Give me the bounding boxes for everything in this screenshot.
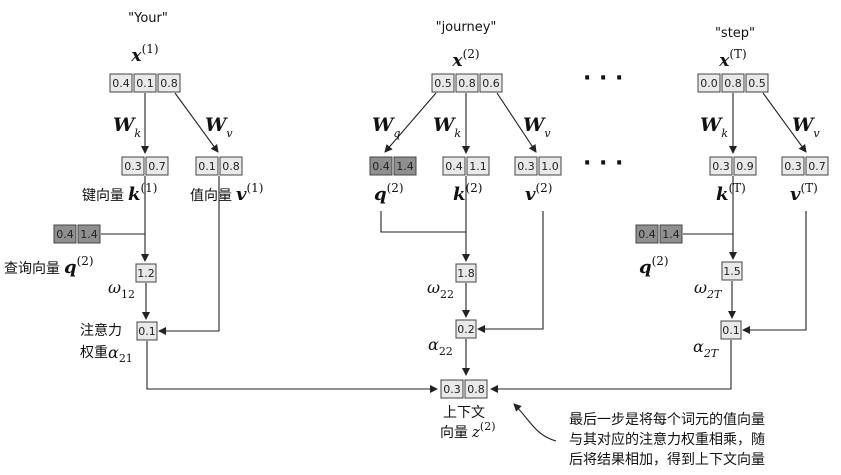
xT-vector: 0.0 0.8 0.5 — [697, 73, 769, 93]
svg-text:0.4: 0.4 — [638, 228, 656, 241]
ellipsis-top: · · · — [583, 66, 623, 91]
svg-text:0.4: 0.4 — [445, 160, 463, 173]
xT-label: x(T) — [718, 47, 747, 71]
x1-value-2: 0.8 — [160, 77, 178, 90]
context-vector: 0.3 0.8 — [440, 379, 488, 399]
svg-text:0.8: 0.8 — [222, 160, 240, 173]
svg-text:0.6: 0.6 — [482, 77, 500, 90]
omega2T-label: ω2T — [694, 278, 723, 301]
wv-label-1: Wv — [205, 114, 233, 140]
omega2T-box: 1.5 — [721, 261, 743, 281]
svg-text:0.0: 0.0 — [700, 77, 718, 90]
query-col3-vector: 0.4 1.4 — [635, 224, 683, 244]
svg-text:1.1: 1.1 — [469, 160, 487, 173]
value2-label: v(2) — [525, 181, 552, 205]
alpha21-label-line2: 权重α21 — [80, 343, 133, 365]
alpha2T-label: α2T — [693, 337, 720, 360]
svg-text:0.5: 0.5 — [748, 77, 766, 90]
alpha22-box: 0.2 — [455, 319, 477, 339]
valueT-label: v(T) — [790, 181, 818, 205]
wv-label-2: Wv — [523, 114, 551, 140]
svg-text:0.8: 0.8 — [458, 77, 476, 90]
wq-label-2: Wq — [372, 114, 400, 140]
svg-text:0.3: 0.3 — [517, 160, 535, 173]
note-line2: 与其对应的注意力权重相乘，随 — [569, 431, 765, 448]
svg-text:0.5: 0.5 — [434, 77, 452, 90]
x1-vector: 0.4 0.1 0.8 — [109, 73, 181, 93]
wk-label-2: Wk — [433, 114, 461, 140]
svg-text:0.1: 0.1 — [722, 324, 740, 337]
omega22-label: ω22 — [427, 278, 454, 301]
context-label-line1: 上下文 — [443, 405, 485, 421]
wk-label-3: Wk — [700, 114, 728, 140]
svg-text:0.7: 0.7 — [148, 160, 166, 173]
svg-text:0.3: 0.3 — [712, 160, 730, 173]
wk-label-1: Wk — [113, 114, 141, 140]
svg-text:0.1: 0.1 — [198, 160, 216, 173]
keyT-vector: 0.3 0.9 — [709, 156, 757, 176]
svg-text:1.4: 1.4 — [80, 228, 98, 241]
svg-text:1.8: 1.8 — [457, 267, 475, 280]
x2-vector: 0.5 0.8 0.6 — [431, 73, 503, 93]
query-col1-vector: 0.4 1.4 — [53, 224, 101, 244]
svg-text:1.4: 1.4 — [662, 228, 680, 241]
token-word-1: "Your" — [128, 11, 168, 26]
x1-label: x(1) — [130, 42, 158, 66]
ellipsis-middle: · · · — [583, 151, 623, 176]
alpha2T-box: 0.1 — [720, 320, 742, 340]
valueT-vector: 0.3 0.7 — [781, 156, 829, 176]
alpha21-box: 0.1 — [136, 321, 158, 341]
svg-text:1.2: 1.2 — [137, 267, 155, 280]
key1-vector: 0.3 0.7 — [121, 156, 169, 176]
query2-vector: 0.4 1.4 — [369, 156, 417, 176]
value2-vector: 0.3 1.0 — [514, 156, 562, 176]
svg-text:0.9: 0.9 — [736, 160, 754, 173]
svg-text:0.4: 0.4 — [56, 228, 74, 241]
omega12-box: 1.2 — [135, 263, 157, 283]
svg-text:0.8: 0.8 — [724, 77, 742, 90]
queryT-label: q(2) — [639, 254, 669, 278]
query2-label: q(2) — [374, 181, 404, 205]
token-word-2: "journey" — [436, 20, 497, 35]
note-pointer-arrow — [513, 403, 557, 442]
alpha21-label-line1: 注意力 — [80, 322, 122, 339]
svg-text:0.3: 0.3 — [443, 383, 461, 396]
x2-label: x(2) — [451, 47, 479, 71]
note-line1: 最后一步是将每个词元的值向量 — [569, 412, 765, 428]
omega22-box: 1.8 — [455, 263, 477, 283]
keyT-label: k(T) — [716, 181, 746, 205]
svg-text:1.0: 1.0 — [541, 160, 559, 173]
key2-label: k(2) — [453, 181, 482, 205]
svg-text:0.7: 0.7 — [808, 160, 826, 173]
value1-vector: 0.1 0.8 — [195, 156, 243, 176]
svg-text:0.8: 0.8 — [467, 383, 485, 396]
token-word-3: "step" — [715, 26, 755, 41]
note-line3: 后将结果相加，得到上下文向量 — [569, 451, 765, 468]
svg-text:1.4: 1.4 — [396, 160, 414, 173]
key2-vector: 0.4 1.1 — [442, 156, 490, 176]
svg-text:0.1: 0.1 — [138, 325, 156, 338]
x1-value-0: 0.4 — [112, 77, 130, 90]
svg-text:0.3: 0.3 — [784, 160, 802, 173]
wv-label-3: Wv — [792, 114, 820, 140]
svg-text:0.4: 0.4 — [372, 160, 390, 173]
alpha22-label: α22 — [428, 335, 453, 358]
svg-text:0.2: 0.2 — [457, 323, 475, 336]
svg-text:1.5: 1.5 — [723, 265, 741, 278]
x1-value-1: 0.1 — [136, 77, 154, 90]
omega12-label: ω12 — [108, 278, 135, 301]
svg-text:0.3: 0.3 — [124, 160, 142, 173]
